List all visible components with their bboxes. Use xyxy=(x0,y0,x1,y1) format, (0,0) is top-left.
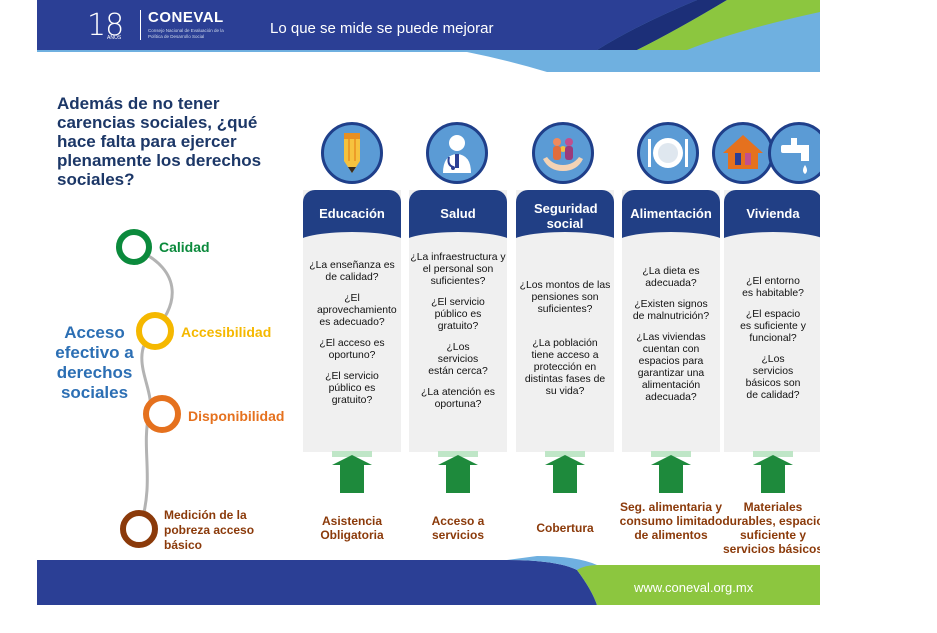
center-label-acceso-efectivo: Acceso efectivo a derechos sociales xyxy=(55,323,134,402)
card-educacion: Educación ¿La enseñanza es de calidad? ¿… xyxy=(303,190,401,452)
coneval-logo: CONEVAL xyxy=(148,9,224,26)
card-question: ¿El servicio público es gratuito? xyxy=(431,297,485,332)
faucet-icon xyxy=(768,122,820,184)
arrow-up-icon xyxy=(438,451,478,493)
card-questions: ¿La enseñanza es de calidad? ¿El aprovec… xyxy=(303,260,401,416)
card-question: ¿El servicio público es gratuito? xyxy=(325,371,379,406)
card-header: Vivienda xyxy=(724,190,820,240)
card-seguridad-social: Seguridad social ¿Los montos de las pens… xyxy=(516,190,614,452)
ring-accesibilidad xyxy=(136,312,174,350)
card-alimentacion: Alimentación ¿La dieta es adecuada? ¿Exi… xyxy=(622,190,720,452)
card-questions: ¿Los montos de las pensiones son suficie… xyxy=(516,280,614,407)
slide: 18 AÑOS CONEVAL Consejo Nacional de Eval… xyxy=(37,0,820,605)
card-question: ¿El aprovechamiento es adecuado? xyxy=(317,293,397,328)
card-question: ¿Los montos de las pensiones son suficie… xyxy=(519,280,611,315)
card-question: ¿La infraestructura y el personal son su… xyxy=(410,252,506,287)
card-header: Educación xyxy=(303,190,401,240)
card-salud: Salud ¿La infraestructura y el personal … xyxy=(409,190,507,452)
logo-anniversary-number: 18 xyxy=(87,8,124,43)
card-header: Salud xyxy=(409,190,507,240)
footer-banner xyxy=(37,556,820,605)
level-label-medicion: Medición de la pobreza acceso básico xyxy=(164,508,255,552)
basic-label-salud: Acceso a servicios xyxy=(431,514,485,542)
card-title: Seguridad social xyxy=(534,201,598,231)
logo-anniversary-years: AÑOS xyxy=(107,35,122,41)
card-questions: ¿La dieta es adecuada? ¿Existen signos d… xyxy=(622,266,720,413)
card-question: ¿La población tiene acceso a protección … xyxy=(524,338,606,397)
arrow-up-icon xyxy=(753,451,793,493)
card-question: ¿La enseñanza es de calidad? xyxy=(309,260,395,283)
footer-url-link[interactable]: www.coneval.org.mx xyxy=(634,580,754,595)
main-question: Además de no tener carencias sociales, ¿… xyxy=(57,94,262,189)
ring-medicion xyxy=(120,510,158,548)
basic-label-vivienda: Materiales durables, espacio suficiente … xyxy=(722,500,820,556)
basic-label-seguridad-social: Cobertura xyxy=(536,521,594,535)
card-question: ¿El espacio es suficiente y funcional? xyxy=(740,309,806,344)
card-question: ¿El entorno es habitable? xyxy=(742,276,804,299)
basic-label-alimentacion: Seg. alimentaria y consumo limitado de a… xyxy=(619,500,723,542)
card-question: ¿La atención es oportuna? xyxy=(421,387,495,410)
card-header: Seguridad social xyxy=(516,190,614,240)
plate-icon xyxy=(637,122,699,184)
card-question: ¿El acceso es oportuno? xyxy=(319,338,385,361)
header-banner xyxy=(37,0,820,72)
card-title: Salud xyxy=(440,206,476,221)
card-title: Educación xyxy=(319,206,385,221)
card-question: ¿La dieta es adecuada? xyxy=(642,266,700,289)
family-hands-icon xyxy=(532,122,594,184)
card-header: Alimentación xyxy=(622,190,720,240)
card-vivienda: Vivienda ¿El entorno es habitable? ¿El e… xyxy=(724,190,820,452)
card-question: ¿Los servicios están cerca? xyxy=(428,342,488,377)
card-title: Alimentación xyxy=(630,206,712,221)
card-questions: ¿La infraestructura y el personal son su… xyxy=(409,252,507,420)
card-question: ¿Los servicios básicos son de calidad? xyxy=(745,354,801,401)
pencil-icon xyxy=(321,122,383,184)
basic-label-educacion: Asistencia Obligatoria xyxy=(320,514,384,542)
arrow-up-icon xyxy=(332,451,372,493)
ring-disponibilidad xyxy=(143,395,181,433)
card-question: ¿Las viviendas cuentan con espacios para… xyxy=(636,332,706,403)
arrow-up-icon xyxy=(651,451,691,493)
level-label-calidad: Calidad xyxy=(159,239,210,255)
timeline-curve xyxy=(132,246,174,529)
doctor-icon xyxy=(426,122,488,184)
ring-calidad xyxy=(116,229,152,265)
arrow-up-icon xyxy=(545,451,585,493)
logo-divider xyxy=(140,10,141,40)
card-title: Vivienda xyxy=(746,206,800,221)
card-questions: ¿El entorno es habitable? ¿El espacio es… xyxy=(724,276,820,411)
header-tagline: Lo que se mide se puede mejorar xyxy=(270,20,494,37)
card-question: ¿Existen signos de malnutrición? xyxy=(632,299,710,322)
level-label-disponibilidad: Disponibilidad xyxy=(188,408,285,424)
coneval-logo-subtitle: Consejo Nacional de Evaluación de la Pol… xyxy=(148,28,224,39)
level-label-accesibilidad: Accesibilidad xyxy=(181,324,272,340)
